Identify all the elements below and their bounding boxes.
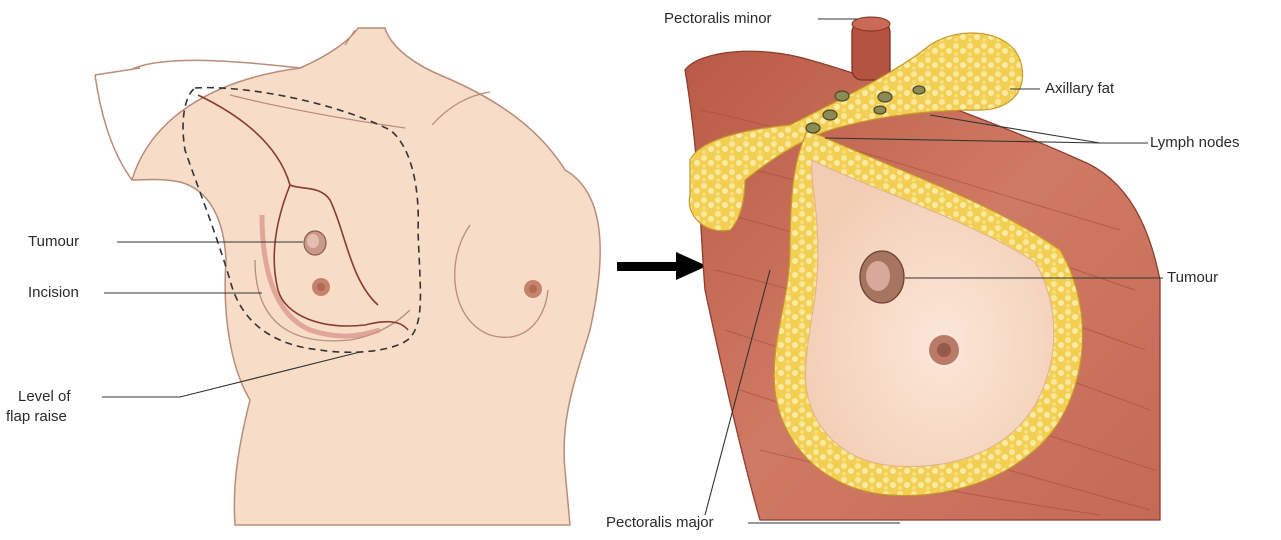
label-flap-line1: Level of <box>18 388 71 406</box>
shoulder-left <box>95 75 132 180</box>
label-pectoralis-major: Pectoralis major <box>606 514 714 532</box>
left-nipple <box>317 283 325 291</box>
label-tumour-right: Tumour <box>1167 269 1218 287</box>
label-axillary-fat: Axillary fat <box>1045 80 1114 98</box>
torso-body <box>132 28 600 525</box>
label-pectoralis-minor: Pectoralis minor <box>664 10 772 28</box>
specimen-nipple <box>937 343 951 357</box>
label-tumour-left: Tumour <box>28 233 79 251</box>
label-flap-line2: flap raise <box>6 408 67 426</box>
transition-arrow <box>617 252 707 280</box>
tumour-left-highlight <box>307 234 319 248</box>
arm-left <box>95 68 140 75</box>
torso-illustration <box>95 28 600 525</box>
tumour-right-highlight <box>866 261 890 291</box>
label-lymph-nodes: Lymph nodes <box>1150 134 1240 152</box>
arm-right-side <box>130 60 300 70</box>
right-nipple <box>529 285 537 293</box>
label-incision: Incision <box>28 284 79 302</box>
